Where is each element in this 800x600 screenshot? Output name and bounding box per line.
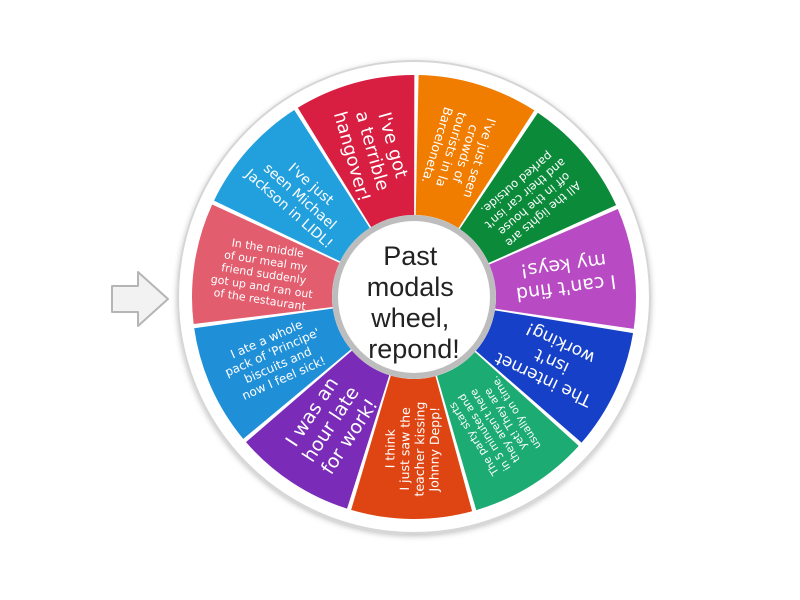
wheel-segment[interactable]: In the middleof our meal myfriend sudden…: [191, 204, 340, 325]
wheel-segment-shape[interactable]: [214, 110, 370, 262]
arrow-right-icon: [111, 271, 169, 327]
wheel-segment-label-line: teacher kissing: [412, 402, 428, 497]
wheel-segment[interactable]: All the lights areoff in the houseand th…: [459, 112, 617, 264]
wheel-segment-shape[interactable]: [297, 75, 415, 228]
wheel-hub[interactable]: Past modals wheel, repond!: [332, 215, 496, 379]
wheel-segment-shape[interactable]: [351, 375, 473, 520]
wheel-title: Past modals wheel, repond!: [367, 241, 462, 364]
wheel-title-line: Past: [383, 241, 438, 271]
wheel-segment[interactable]: I've just seencrowds oftourists in laBar…: [415, 75, 535, 229]
wheel-segment[interactable]: The party startsin 5 minutes andthey are…: [436, 351, 579, 511]
wheel-title-line: wheel,: [370, 303, 449, 333]
wheel-segment-label: I thinkI just saw theteacher kissingJohn…: [382, 401, 442, 497]
wheel-title-line: repond!: [368, 334, 460, 364]
wheel-segment-label-line: I think: [382, 428, 397, 468]
wheel-segment-shape[interactable]: [415, 75, 535, 229]
wheel-segment-shape[interactable]: [246, 350, 390, 509]
wheel-segment-shape[interactable]: [194, 308, 351, 439]
wheel-segment[interactable]: I've gota terriblehangover!: [297, 75, 415, 228]
wheel-segment-shape[interactable]: [459, 112, 617, 264]
wheel-segment[interactable]: I ate a wholepack of 'Principe'biscuits …: [194, 308, 351, 439]
wheel-segments[interactable]: I've just seencrowds oftourists in laBar…: [191, 75, 636, 520]
wheel-segment-shape[interactable]: [191, 204, 340, 325]
wheel-segment[interactable]: I thinkI just saw theteacher kissingJohn…: [351, 375, 473, 520]
wheel-segment[interactable]: I can't findmy keys!: [489, 208, 636, 329]
wheel-title-line: modals: [367, 272, 454, 302]
wheel-segment-label-line: Johnny Depp!: [426, 407, 442, 493]
wheel-segment-shape[interactable]: [475, 310, 634, 443]
wheel-segment[interactable]: I was anhour latefor work!: [246, 350, 390, 509]
wheel-segment-shape[interactable]: [489, 208, 636, 329]
wheel-segment-shape[interactable]: [436, 351, 579, 511]
wheel-segment-label-line: I just saw the: [397, 407, 413, 491]
